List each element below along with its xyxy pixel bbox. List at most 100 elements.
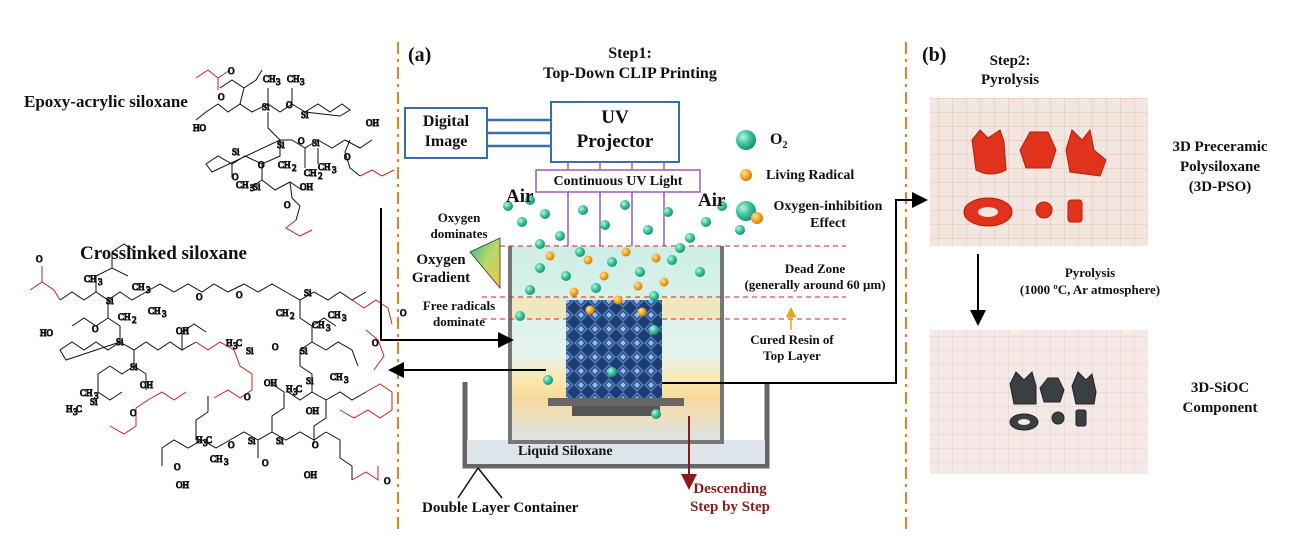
svg-text:O: O xyxy=(284,200,291,210)
svg-text:C: C xyxy=(236,338,242,348)
svg-text:OH: OH xyxy=(264,378,277,388)
svg-text:OH: OH xyxy=(366,118,379,128)
svg-text:2: 2 xyxy=(292,163,297,173)
svg-text:3: 3 xyxy=(146,285,151,295)
svg-text:CH: CH xyxy=(312,320,325,330)
dead-zone-line2: (generally around 60 μm) xyxy=(744,277,886,292)
sioc-line1: 3D-SiOC xyxy=(1190,380,1250,396)
svg-text:Si: Si xyxy=(130,362,138,372)
living-radicals xyxy=(545,247,669,317)
legend-o2-icon xyxy=(736,130,756,150)
svg-text:OH: OH xyxy=(300,182,313,192)
oxygen-dom-line1: Oxygen xyxy=(437,210,481,225)
step2-title: Step2: Pyrolysis xyxy=(960,52,1060,90)
uv-line2: Projector xyxy=(576,131,654,152)
svg-text:Si: Si xyxy=(106,296,114,306)
gradient-line1: Oxygen xyxy=(416,252,466,268)
svg-text:H: H xyxy=(226,338,233,348)
oxygen-dom-line2: dominates xyxy=(430,226,488,241)
inhibition-line2: Effect xyxy=(810,216,846,231)
liquid-siloxane-label: Liquid Siloxane xyxy=(518,444,613,459)
uv-projector-label: UV Projector xyxy=(551,106,679,154)
svg-text:CH: CH xyxy=(80,388,93,398)
svg-text:O: O xyxy=(92,324,99,334)
svg-text:O: O xyxy=(232,172,239,182)
svg-text:3: 3 xyxy=(94,391,99,401)
svg-text:2: 2 xyxy=(318,171,323,181)
legend-o2-label: O2 xyxy=(770,131,787,154)
svg-text:HO: HO xyxy=(193,123,206,133)
panel-b-tag: (b) xyxy=(922,44,947,66)
svg-text:Si: Si xyxy=(262,102,270,112)
o2-molecules xyxy=(503,195,745,419)
free-rad-line1: Free radicals xyxy=(422,298,496,313)
svg-text:2: 2 xyxy=(290,311,295,321)
svg-text:O: O xyxy=(372,338,379,348)
svg-text:OH: OH xyxy=(304,470,317,480)
svg-text:HO: HO xyxy=(40,328,53,338)
pso-line1: 3D Preceramic xyxy=(1172,139,1268,155)
legend-o2-text: O xyxy=(770,131,783,148)
step1-title: Step1: Top-Down CLIP Printing xyxy=(520,44,740,84)
svg-text:Si: Si xyxy=(232,147,240,157)
legend-radical-label: Living Radical xyxy=(766,168,855,183)
svg-text:O: O xyxy=(312,440,319,450)
svg-text:H: H xyxy=(66,404,73,414)
svg-text:O: O xyxy=(262,458,269,468)
legend-o2-sub: 2 xyxy=(782,140,788,152)
svg-text:H: H xyxy=(196,435,203,445)
air-right: Air xyxy=(698,190,726,211)
svg-text:CH: CH xyxy=(304,168,317,178)
svg-text:Si: Si xyxy=(90,397,98,407)
svg-text:CH: CH xyxy=(328,310,341,320)
svg-text:OH: OH xyxy=(176,480,189,490)
svg-text:O: O xyxy=(218,92,225,102)
svg-text:C: C xyxy=(206,435,212,445)
svg-text:2: 2 xyxy=(132,315,137,325)
pso-line3: (3D-PSO) xyxy=(1188,179,1252,195)
step1-line1: Step1: xyxy=(608,45,652,62)
svg-text:3: 3 xyxy=(332,165,337,175)
svg-text:Si: Si xyxy=(300,346,308,356)
uv-line1: UV xyxy=(601,107,629,128)
gradient-triangle xyxy=(469,237,501,290)
svg-text:Si: Si xyxy=(312,138,320,148)
epoxy-title: Epoxy-acrylic siloxane xyxy=(24,92,188,111)
outer-container xyxy=(462,382,770,469)
digital-line1: Digital xyxy=(422,113,470,130)
svg-text:Si: Si xyxy=(301,110,309,120)
sioc-label: 3D-SiOC Component xyxy=(1150,378,1290,418)
continuous-uv-label: Continuous UV Light xyxy=(553,174,683,189)
svg-text:OH: OH xyxy=(176,326,189,336)
svg-text:OH: OH xyxy=(306,406,319,416)
pso-photo xyxy=(930,98,1148,246)
step2-line2: Pyrolysis xyxy=(980,72,1040,88)
svg-text:Si: Si xyxy=(277,140,285,150)
svg-text:CH: CH xyxy=(287,74,300,84)
descend-line2: Step by Step xyxy=(689,499,771,515)
oxygen-dominates-label: Oxygen dominates xyxy=(414,210,504,242)
svg-text:Si: Si xyxy=(304,288,312,298)
svg-text:Si: Si xyxy=(276,436,284,446)
pyro-line2: (1000 ºC, Ar atmosphere) xyxy=(1019,282,1161,297)
svg-text:3: 3 xyxy=(98,277,103,287)
sioc-photo xyxy=(930,330,1148,474)
svg-text:Si: Si xyxy=(116,337,124,347)
svg-text:O: O xyxy=(174,462,181,472)
descend-line1: Descending xyxy=(693,481,767,497)
svg-text:3: 3 xyxy=(276,77,281,87)
printed-lattice xyxy=(566,300,662,398)
svg-text:O: O xyxy=(286,100,293,110)
svg-text:Si: Si xyxy=(248,436,256,446)
svg-text:CH: CH xyxy=(276,308,289,318)
pso-label: 3D Preceramic Polysiloxane (3D-PSO) xyxy=(1150,137,1290,197)
pyrolysis-label: Pyrolysis (1000 ºC, Ar atmosphere) xyxy=(990,264,1190,298)
digital-line2: Image xyxy=(424,133,468,150)
svg-text:CH: CH xyxy=(84,274,97,284)
svg-text:O: O xyxy=(258,160,265,170)
digital-image-label: Digital Image xyxy=(405,112,487,152)
svg-text:3: 3 xyxy=(162,309,167,319)
